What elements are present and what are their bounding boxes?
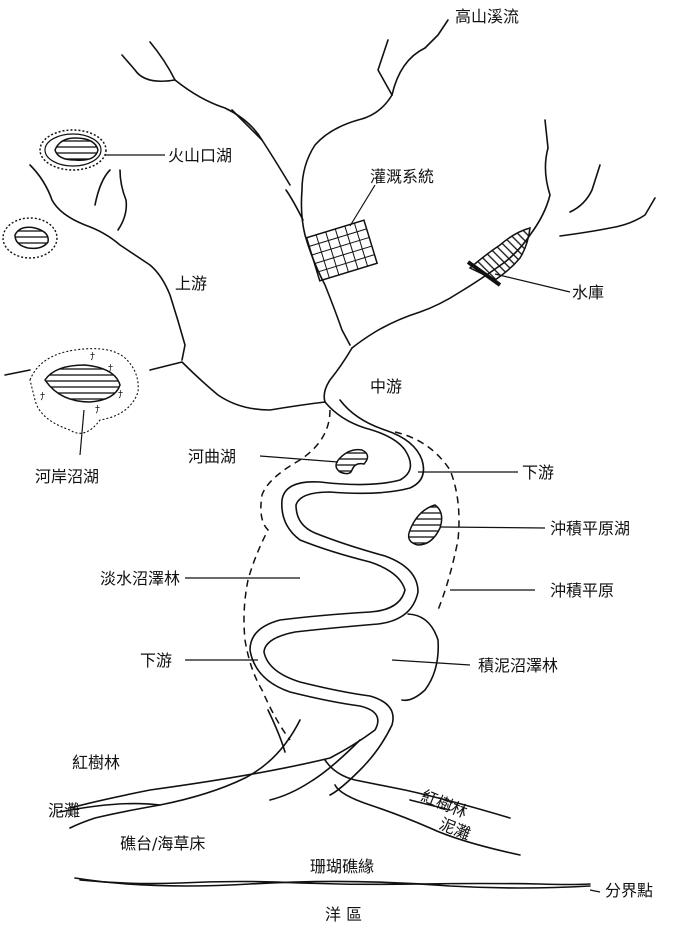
label-mountain-stream: 高山溪流 <box>455 7 519 26</box>
small-left-lake <box>2 217 58 259</box>
label-oxbow-lake: 河曲湖 <box>188 447 236 466</box>
label-upstream: 上游 <box>175 274 207 293</box>
label-boundary-point: 分界點 <box>605 881 653 900</box>
svg-text:ﾅ: ﾅ <box>95 404 100 416</box>
label-irrigation-system: 灌溉系統 <box>370 167 434 186</box>
floodplain-boundary-right <box>394 431 460 611</box>
label-freshwater-swamp-forest: 淡水沼澤林 <box>100 569 180 588</box>
label-mudflat-left: 泥灘 <box>48 801 80 820</box>
peat-swamp-outline <box>401 613 440 702</box>
svg-text:ﾅ: ﾅ <box>108 363 113 375</box>
crater-lake-shape <box>39 129 107 171</box>
label-mangrove-left: 紅樹林 <box>72 753 120 772</box>
svg-text:ﾅ: ﾅ <box>90 351 95 363</box>
floodplain-lake-shape <box>407 504 443 546</box>
label-floodplain: 沖積平原 <box>550 581 614 600</box>
floodplain-boundary <box>243 409 331 741</box>
riverbank-lake-shape: ﾅ ﾅ ﾅ ﾅ ﾅ <box>29 348 139 434</box>
mountain-streams <box>4 19 656 411</box>
coastal-channels <box>59 719 521 856</box>
svg-text:ﾅ: ﾅ <box>118 389 123 401</box>
label-coral-reef-edge: 珊瑚礁緣 <box>310 857 374 876</box>
swamp-bank <box>267 709 286 753</box>
svg-text:ﾅ: ﾅ <box>40 391 45 403</box>
label-reef-seagrass: 礁台/海草床 <box>120 834 205 853</box>
label-ocean-zone: 洋 區 <box>325 905 362 924</box>
label-peat-swamp-forest: 積泥沼澤林 <box>478 656 558 675</box>
leader-lines <box>79 154 601 893</box>
coral-reef-edge-line <box>79 879 591 886</box>
boundary-wave-line <box>74 877 591 889</box>
label-downstream-right: 下游 <box>522 463 554 482</box>
label-downstream-left: 下游 <box>140 651 172 670</box>
label-mudflat-right: 泥灘 <box>437 814 474 844</box>
oxbow-lake-shape <box>335 448 369 475</box>
label-riverbank-lake: 河岸沼湖 <box>35 467 99 486</box>
label-crater-lake: 火山口湖 <box>168 146 232 165</box>
label-midstream: 中游 <box>370 377 402 396</box>
irrigation-grid <box>305 219 379 282</box>
main-river <box>69 399 425 809</box>
label-reservoir: 水庫 <box>572 283 604 302</box>
label-floodplain-lake: 沖積平原湖 <box>550 519 630 538</box>
reservoir-shape <box>466 226 531 287</box>
